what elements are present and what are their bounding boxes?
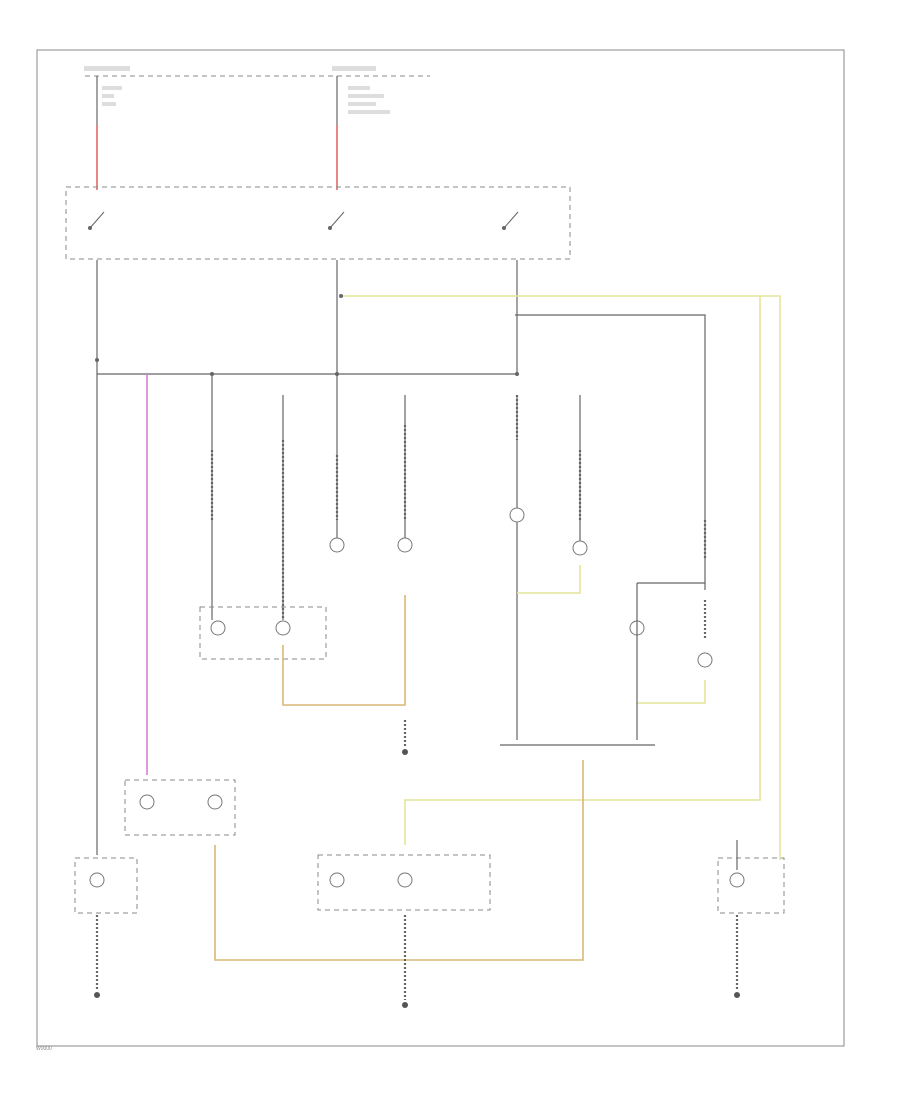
lamp-housings xyxy=(74,606,785,914)
right-branch xyxy=(515,314,706,590)
ground-points xyxy=(94,720,740,1008)
orange-wire-upper xyxy=(282,595,406,706)
yellow-wire-low xyxy=(637,680,706,704)
junction-dots xyxy=(95,294,519,376)
switch-contacts xyxy=(88,211,519,230)
yellow-wire-mid xyxy=(517,565,581,594)
yellow-bus xyxy=(341,295,781,860)
diagram-border xyxy=(36,49,845,1047)
lamp-drops xyxy=(210,374,707,740)
orange-wire-lower xyxy=(214,760,584,961)
fuse-labels xyxy=(84,66,390,114)
diagram-id: W0000 xyxy=(36,1046,52,1052)
lamps xyxy=(89,507,745,888)
light-switch-box xyxy=(65,186,571,260)
